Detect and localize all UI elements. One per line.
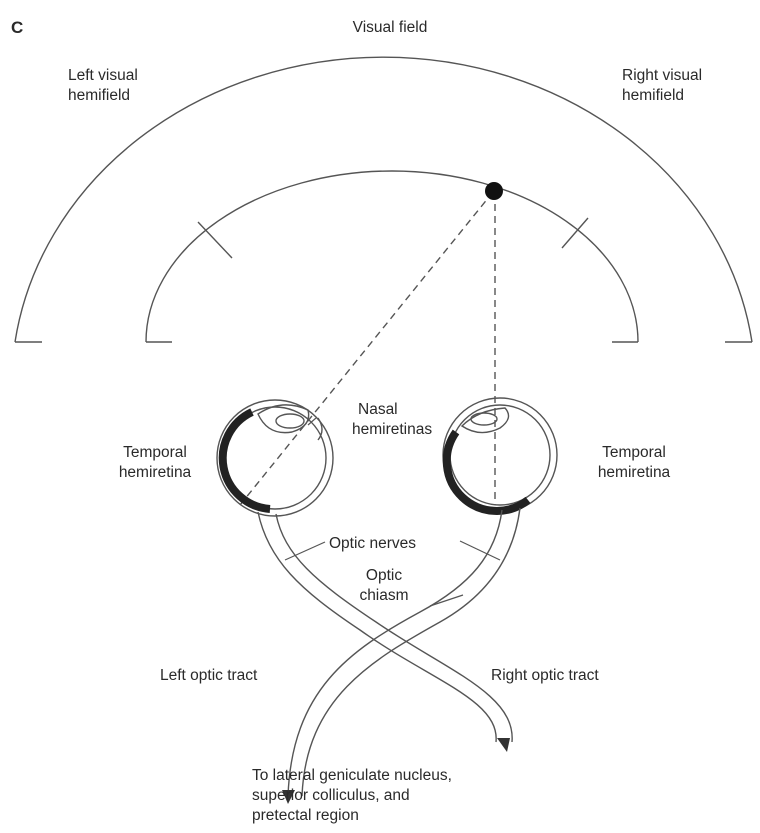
- nasal-line-1: Nasal: [352, 400, 432, 420]
- destination-line-1: To lateral geniculate nucleus,: [252, 766, 452, 786]
- right-temporal-hemiretina-arc: [447, 432, 528, 511]
- left-hemifield-line-2: hemifield: [68, 86, 138, 106]
- right-temporal-hemiretina-label: Temporal hemiretina: [574, 443, 694, 483]
- leader-optic-chiasm: [430, 595, 463, 606]
- left-hemifield-line-1: Left visual: [68, 66, 138, 86]
- left-eye-lens: [258, 405, 309, 433]
- right-eye: [443, 398, 557, 512]
- left-temporal-line-2: hemiretina: [95, 463, 215, 483]
- nasal-line-2: hemiretinas: [352, 420, 432, 440]
- right-hemifield-line-1: Right visual: [622, 66, 702, 86]
- right-hemifield-label: Right visual hemifield: [622, 66, 702, 106]
- optic-chiasm-label: Optic chiasm: [344, 566, 424, 606]
- optic-chiasm-line-1: Optic: [344, 566, 424, 586]
- inner-arc-left-tick: [198, 222, 232, 258]
- panel-label: C: [11, 18, 23, 38]
- left-temporal-line-1: Temporal: [95, 443, 215, 463]
- right-temporal-line-1: Temporal: [574, 443, 694, 463]
- destination-line-2: superior colliculus, and: [252, 786, 452, 806]
- inner-arc-right-tick: [562, 218, 588, 248]
- right-temporal-line-2: hemiretina: [574, 463, 694, 483]
- optic-chiasm-line-2: chiasm: [344, 586, 424, 606]
- left-optic-tract-label: Left optic tract: [160, 666, 257, 686]
- fixation-point: [485, 182, 503, 200]
- destination-line-3: pretectal region: [252, 806, 452, 826]
- destination-label: To lateral geniculate nucleus, superior …: [252, 766, 452, 826]
- left-temporal-hemiretina-label: Temporal hemiretina: [95, 443, 215, 483]
- leader-optic-nerves-right: [460, 541, 500, 560]
- visual-field-title: Visual field: [330, 18, 450, 38]
- nasal-hemiretinas-label: Nasal hemiretinas: [352, 400, 432, 440]
- left-hemifield-label: Left visual hemifield: [68, 66, 138, 106]
- projection-line-left-eye: [240, 192, 493, 505]
- optic-nerves-label: Optic nerves: [329, 534, 416, 554]
- right-tract-arrowhead: [497, 738, 510, 752]
- leader-optic-nerves-left: [285, 542, 325, 560]
- left-eye: [217, 400, 333, 516]
- right-eye-lens: [462, 408, 509, 433]
- right-optic-tract-label: Right optic tract: [491, 666, 599, 686]
- right-hemifield-line-2: hemifield: [622, 86, 702, 106]
